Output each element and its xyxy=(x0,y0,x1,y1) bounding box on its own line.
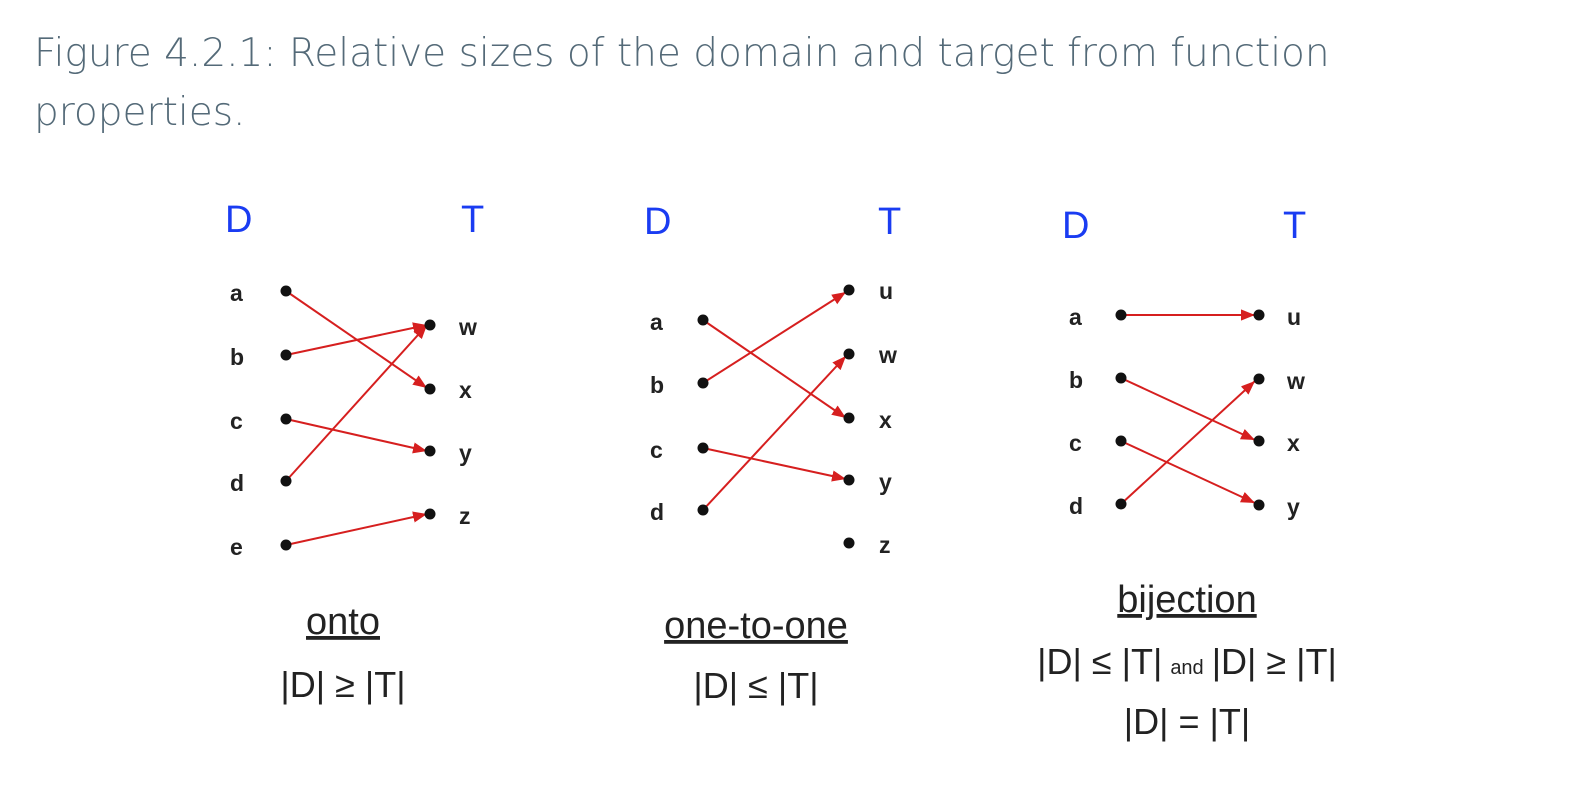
domain-element: a xyxy=(1069,304,1082,330)
property-title: onto xyxy=(306,601,380,643)
domain-element: b xyxy=(230,344,244,370)
target-element: w xyxy=(458,314,477,340)
target-element: x xyxy=(1287,430,1300,456)
domain-element: c xyxy=(1069,430,1082,456)
domain-dot xyxy=(697,314,709,326)
domain-element: c xyxy=(230,408,243,434)
mapping-arrows xyxy=(1120,309,1256,505)
target-dot xyxy=(424,508,436,520)
target-element: x xyxy=(879,407,892,433)
target-element: y xyxy=(879,469,892,495)
domain-element: b xyxy=(650,372,664,398)
target-set-label: T xyxy=(461,199,484,241)
domain-element: d xyxy=(230,470,244,496)
domain-dot xyxy=(280,349,292,361)
size-formula-and: and xyxy=(1170,657,1203,679)
domain-dot xyxy=(280,539,292,551)
target-dot xyxy=(1253,309,1265,321)
target-dot xyxy=(843,348,855,360)
target-element: z xyxy=(459,503,471,529)
target-dot xyxy=(424,319,436,331)
mapping-arrow xyxy=(285,511,428,546)
target-set-label: T xyxy=(1283,205,1306,247)
domain-dot xyxy=(1115,435,1127,447)
domain-dot xyxy=(1115,309,1127,321)
size-formula-left: |D| ≤ |T| xyxy=(1037,641,1162,682)
target-element: y xyxy=(459,440,472,466)
mapping-arrow xyxy=(702,447,847,482)
panel-one-to-one: D T a b c d u w x y z one-to-one |D| xyxy=(644,201,901,706)
domain-dot xyxy=(697,442,709,454)
mapping-arrow xyxy=(702,291,847,384)
target-dot xyxy=(1253,373,1265,385)
mapping-arrow xyxy=(285,324,428,482)
target-element: y xyxy=(1287,494,1300,520)
element-dots xyxy=(280,285,436,551)
mapping-arrow xyxy=(1120,380,1256,505)
property-title: bijection xyxy=(1117,579,1256,621)
target-dot xyxy=(424,445,436,457)
domain-element: a xyxy=(650,309,663,335)
domain-set-label: D xyxy=(225,199,252,241)
property-title: one-to-one xyxy=(664,605,848,647)
size-formula: |D| ≤ |T| xyxy=(693,665,818,706)
mapping-arrow xyxy=(1120,440,1256,504)
target-element: w xyxy=(1286,368,1305,394)
element-dots xyxy=(697,284,855,549)
domain-dot xyxy=(280,285,292,297)
panel-bijection: D T a b c d u w x y bijection |D| ≤ |T| a… xyxy=(1037,205,1337,742)
target-element: u xyxy=(1287,304,1301,330)
mapping-arrow xyxy=(702,319,847,419)
mapping-arrows xyxy=(285,290,428,546)
domain-element: d xyxy=(650,499,664,525)
domain-element: e xyxy=(230,534,243,560)
mapping-arrow xyxy=(285,418,428,454)
domain-dot xyxy=(1115,498,1127,510)
domain-element: c xyxy=(650,437,663,463)
size-formula: |D| ≤ |T| and |D| ≥ |T| xyxy=(1037,641,1337,682)
panel-onto: D T a b c d e w x y z onto |D xyxy=(225,199,484,705)
domain-element: b xyxy=(1069,367,1083,393)
target-element: u xyxy=(879,278,893,304)
size-formula: |D| ≥ |T| xyxy=(280,664,405,705)
size-formula-right: |D| ≥ |T| xyxy=(1212,641,1337,682)
target-set-label: T xyxy=(878,201,901,243)
target-dot xyxy=(843,284,855,296)
target-dot xyxy=(843,412,855,424)
mapping-arrow xyxy=(285,322,428,356)
mapping-arrow xyxy=(702,355,847,511)
domain-set-label: D xyxy=(644,201,671,243)
domain-dot xyxy=(697,377,709,389)
target-dot xyxy=(424,383,436,395)
element-dots xyxy=(1115,309,1265,511)
domain-dot xyxy=(697,504,709,516)
domain-dot xyxy=(1115,372,1127,384)
size-formula-equal: |D| = |T| xyxy=(1124,701,1250,742)
target-element: x xyxy=(459,377,472,403)
mapping-arrow xyxy=(1120,377,1256,441)
target-dot xyxy=(1253,499,1265,511)
mapping-arrows xyxy=(702,291,847,511)
domain-dot xyxy=(280,413,292,425)
target-dot xyxy=(843,537,855,549)
domain-dot xyxy=(280,475,292,487)
domain-set-label: D xyxy=(1062,205,1089,247)
target-element: w xyxy=(878,342,897,368)
target-dot xyxy=(1253,435,1265,447)
figure-caption: Figure 4.2.1: Relative sizes of the doma… xyxy=(34,31,1330,135)
target-element: z xyxy=(879,532,891,558)
target-dot xyxy=(843,474,855,486)
domain-element: d xyxy=(1069,493,1083,519)
domain-element: a xyxy=(230,280,243,306)
